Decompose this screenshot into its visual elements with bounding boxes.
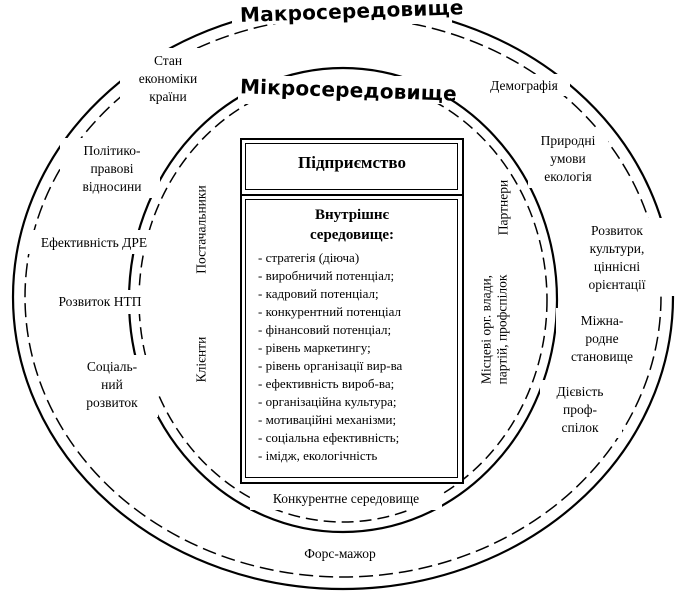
political-label-line2: правові — [90, 161, 134, 176]
list-item: - організаційна культура; — [258, 394, 397, 409]
local-authorities-label-line1: Місцеві орг. влади, — [478, 274, 494, 385]
nature-label-line1: Природні — [540, 133, 596, 148]
unions-label-line2: проф- — [563, 402, 597, 417]
list-item: - мотиваційні механізми; — [258, 412, 397, 427]
force-majeure-label: Форс-мажор — [304, 546, 376, 561]
culture-label-line4: орієнтації — [588, 277, 646, 292]
local-authorities-label-line2: партій, профспілок — [494, 274, 510, 385]
list-item: - ефективність вироб-ва; — [258, 376, 395, 391]
political-label-line3: відносини — [82, 179, 142, 194]
enterprise-box — [240, 138, 464, 196]
enterprise-title: Підприємство — [298, 153, 406, 172]
culture-label-line2: культури, — [589, 241, 645, 256]
international-label-line2: родне — [585, 331, 619, 346]
culture-label-line1: Розвиток — [591, 223, 643, 238]
economy-label-line3: країни — [149, 89, 187, 104]
dre-efficiency-label: Ефективність ДРЕ — [40, 235, 148, 250]
unions-label-line3: спілок — [561, 420, 599, 435]
economy-label-line2: економіки — [138, 71, 198, 86]
list-item: - фінансовий потенціал; — [258, 322, 392, 337]
list-item: - стратегія (діюча) — [258, 250, 360, 265]
list-item: - рівень маркетингу; — [258, 340, 371, 355]
internal-environment-title-line2: середовище: — [309, 227, 395, 243]
list-item: - рівень організації вир-ва — [258, 358, 403, 373]
list-item: - імідж, екологічність — [258, 448, 378, 463]
social-label-line1: Соціаль- — [86, 359, 138, 374]
partners-label: Партнери — [495, 179, 511, 236]
political-label-line1: Політико- — [83, 143, 141, 158]
international-label-line3: становище — [570, 349, 633, 364]
social-label-line3: розвиток — [86, 395, 138, 410]
unions-label-line1: Дієвість — [556, 384, 604, 399]
international-label-line1: Міжна- — [580, 313, 624, 328]
ntp-development-label: Розвиток НТП — [58, 294, 142, 309]
list-item: - виробничий потенціал; — [258, 268, 395, 283]
list-item: - кадровий потенціал; — [258, 286, 379, 301]
internal-environment-title-line1: Внутрішнє — [315, 207, 389, 223]
suppliers-label: Постачальники — [193, 185, 209, 274]
clients-label: Клієнти — [193, 336, 209, 383]
competitive-environment-label: Конкурентне середовище — [272, 491, 420, 506]
social-label-line2: ний — [101, 377, 123, 392]
internal-environment-list: - стратегія (діюча) - виробничий потенці… — [258, 249, 402, 465]
economy-label-line1: Стан — [153, 53, 183, 68]
culture-label-line3: ціннісні — [593, 259, 641, 274]
list-item: - конкурентний потенціал — [258, 304, 401, 319]
internal-environment-box — [240, 194, 464, 484]
nature-label-line3: екологія — [544, 169, 592, 184]
demography-label: Демографія — [490, 78, 558, 93]
list-item: - соціальна ефективність; — [258, 430, 400, 445]
nature-label-line2: умови — [550, 151, 586, 166]
